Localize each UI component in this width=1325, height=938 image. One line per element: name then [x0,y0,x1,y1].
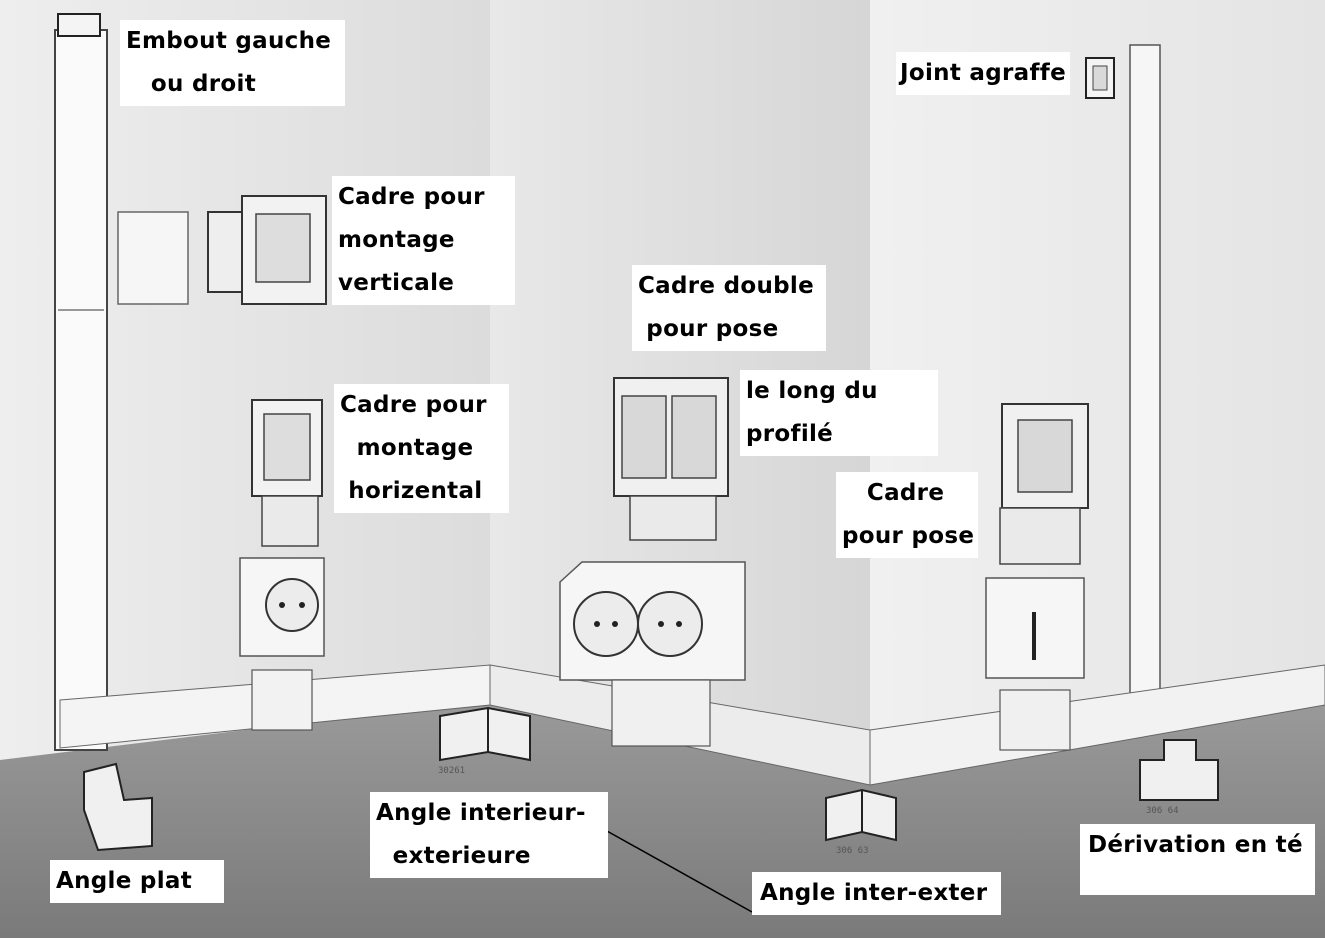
label-cadre-vertical: Cadre pour montage verticale [332,176,515,305]
vertical-trunking-left [54,29,108,751]
label-embout: Embout gauche ou droit [120,20,346,106]
label-angle-interieur: Angle interieur- exterieure [370,792,608,878]
skirting-trunking-right [869,664,1325,786]
label-derivation-en-te: Dérivation en té [1080,824,1315,895]
label-cadre-horizontal: Cadre pour montage horizental [334,384,509,513]
socket-left [239,557,325,731]
code-angle-inter-exter: 306 63 [836,846,869,856]
angle-plat-part [83,762,153,852]
horizontal-frame [251,399,323,547]
leader-line [597,825,753,913]
label-joint-agraffe: Joint agraffe [896,52,1070,95]
code-derivation: 306 64 [1146,806,1179,816]
label-angle-plat: Angle plat [50,860,224,903]
angle-inter-exter-part [825,788,897,842]
label-le-long-du-profile: le long du profilé [740,370,938,456]
right-wall [870,0,1325,780]
angle-interieur-part [439,706,531,762]
label-cadre-pose: Cadre pour pose [836,472,979,558]
vertical-frame [207,195,327,305]
cover-plate [117,211,189,305]
embout-cap [57,13,101,37]
joint-agraffe-part [1085,57,1115,99]
pose-frame [985,403,1089,751]
label-angle-inter-exter: Angle inter-exter [752,872,1002,915]
label-cadre-double: Cadre double pour pose [632,265,826,351]
double-frame [613,377,729,541]
code-angle-interieur: 30261 [438,766,466,776]
derivation-te-part [1139,739,1219,801]
vertical-trunking-right [1129,44,1161,716]
double-socket [559,561,746,747]
